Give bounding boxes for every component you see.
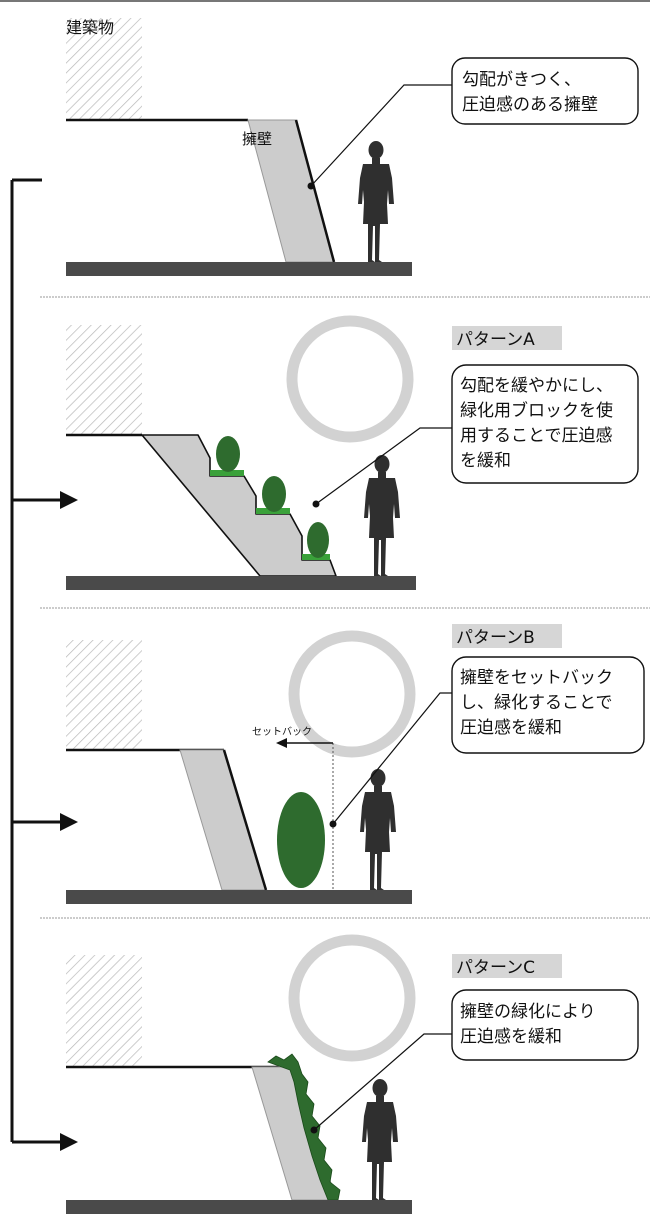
pattern-tag: パターンC [456,958,535,978]
callout-text: 擁壁をセットバック し、緑化することで 圧迫感を緩和 [460,668,618,738]
building-hatch [66,18,142,120]
pattern-tag-bg [452,954,562,978]
callout-leader [332,692,452,825]
callout-leader [310,84,452,187]
tree-canopy-icon [286,315,414,443]
pattern-tag-bg [452,326,562,350]
person-silhouette-icon [364,455,400,576]
arrow-to-pattern-a [12,491,78,509]
retaining-wall-face [222,749,268,891]
callout-line-4: を緩和 [460,451,511,471]
callout-leader [313,1033,452,1131]
tree-canopy-icon [288,630,416,758]
callout-line-1: 勾配がきつく、 [462,70,581,90]
callout-line-2: 圧迫感を緩和 [460,1027,562,1047]
shrub-icon [262,476,286,512]
building-hatch [66,640,142,750]
panel-pattern-b: セットバック パターンB 擁壁をセットバック し、緑化することで 圧迫感を緩和 [66,624,645,904]
callout-line-2: し、緑化することで [460,693,613,713]
callout-text: 勾配を緩やかにし、 緑化用ブロックを使 用することで圧迫感 を緩和 [460,376,618,471]
ground-slab [66,890,412,904]
callout-text: 勾配がきつく、 圧迫感のある擁壁 [462,70,598,115]
callout-line-2: 緑化用ブロックを使 [460,400,613,421]
retaining-wall [179,749,267,891]
callout-line-3: 圧迫感を緩和 [460,718,562,738]
setback-arrowhead-icon [276,738,287,748]
pattern-tag: パターンB [456,628,535,648]
panel-pattern-a: パターンA 勾配を緩やかにし、 緑化用ブロックを使 用することで圧迫感 を緩和 [66,315,639,590]
shrub-icon [216,436,240,472]
callout-line-1: 擁壁をセットバック [460,668,613,688]
ground-slab [66,576,416,590]
pattern-tag: パターンA [456,330,535,350]
callout-box [451,989,639,1061]
callout-leader [315,427,452,505]
callout-line-1: 擁壁の緑化により [460,1002,596,1022]
person-silhouette-icon [362,1079,398,1200]
building-label: 建築物 [66,18,114,37]
person-silhouette-icon [358,141,394,262]
arrow-to-pattern-b [12,813,78,831]
shrub-icon [277,792,325,888]
building-hatch [66,955,142,1067]
wall-greening [267,1053,341,1201]
callout-text: 擁壁の緑化により 圧迫感を緩和 [460,1002,601,1047]
setback-label: セットバック [252,726,312,738]
planting-block-1 [210,470,244,476]
callout-line-2: 圧迫感のある擁壁 [462,95,598,115]
building-hatch [66,325,142,435]
ground-slab [66,1200,412,1214]
callout-box [451,57,639,125]
panel-pattern-c: パターンC 擁壁の緑化により 圧迫感を緩和 [66,934,639,1214]
arrow-to-pattern-c [12,1133,78,1151]
person-silhouette-icon [360,769,396,890]
retaining-wall-face [294,119,336,263]
shrub-icon [307,522,329,558]
callout-line-3: 用することで圧迫感 [460,426,613,446]
panel-existing: 建築物 擁壁 勾配がきつく、 圧迫感のある擁壁 [66,18,639,276]
tree-canopy-icon [288,934,416,1062]
pattern-tag-bg [452,624,562,648]
callout-box [451,656,645,754]
flow-arrows [10,178,78,1151]
callout-box [451,364,639,484]
wall-label: 擁壁 [242,130,272,148]
ground-slab [66,262,412,276]
callout-line-1: 勾配を緩やかにし、 [460,376,613,396]
